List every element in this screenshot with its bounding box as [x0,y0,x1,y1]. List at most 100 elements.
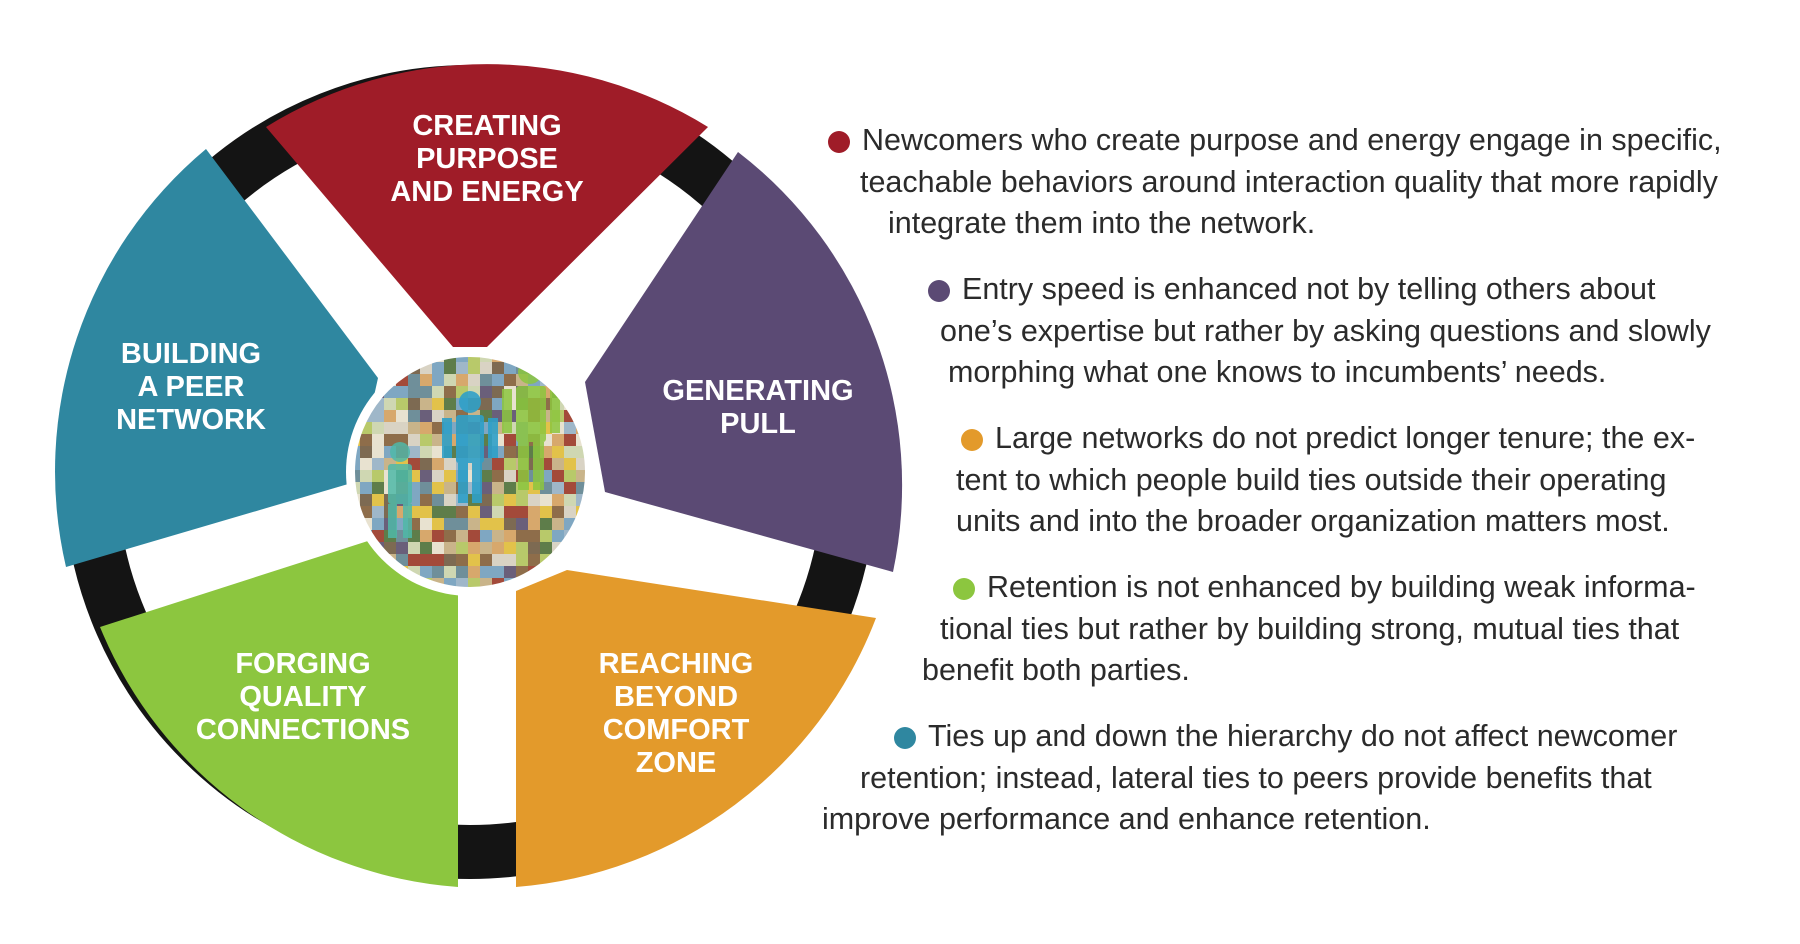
mosaic-tile [468,566,480,578]
segment-label-line: COMFORT [603,714,750,746]
mosaic-tile [456,530,468,542]
mosaic-tile [468,518,480,530]
mosaic-tile [540,530,552,542]
mosaic-tile [420,374,432,386]
mosaic-tile [480,494,492,506]
mosaic-tile [480,470,492,482]
bullet-dot-orange [961,429,983,451]
mosaic-tile [504,458,516,470]
mosaic-tile [480,386,492,398]
mosaic-tile [504,518,516,530]
mosaic-tile [354,446,360,458]
finding-line: integrate them into the network. [888,206,1316,240]
mosaic-tile [384,542,396,554]
mosaic-tile [552,446,564,458]
mosaic-tile [408,434,420,446]
segment-label-line: FORGING [235,648,370,680]
mosaic-tile [492,494,504,506]
segment-label-line: AND ENERGY [390,176,583,208]
mosaic-tile [552,518,564,530]
mosaic-tile [480,518,492,530]
mosaic-tile [456,554,468,566]
mosaic-tile [576,470,586,482]
mosaic-tile [552,470,564,482]
mosaic-tile [480,566,492,578]
mosaic-tile [516,506,528,518]
mosaic-tile [432,470,444,482]
mosaic-tile [516,530,528,542]
mosaic-tile [420,530,432,542]
mosaic-tile [468,506,480,518]
finding-line: Newcomers who create purpose and energy … [862,123,1722,157]
mosaic-tile [456,518,468,530]
segment-label-line: BUILDING [121,338,261,370]
segment-label-line: CONNECTIONS [196,714,410,746]
mosaic-tile [528,506,540,518]
mosaic-tile [492,506,504,518]
segment-label-building: BUILDING A PEER NETWORK [116,338,266,436]
mosaic-tile [540,542,552,554]
mosaic-tile [528,530,540,542]
mosaic-tile [432,554,444,566]
mosaic-tile [432,506,444,518]
finding-line: Entry speed is enhanced not by telling o… [962,272,1656,306]
segment-forging-quality [100,540,458,887]
mosaic-tile [468,542,480,554]
mosaic-tile [468,530,480,542]
mosaic-tile [372,410,384,422]
mosaic-tile [576,494,586,506]
mosaic-tile [552,458,564,470]
mosaic-tile [420,470,432,482]
mosaic-tile [564,422,576,434]
finding-line: benefit both parties. [922,653,1190,687]
mosaic-tile [492,578,504,588]
mosaic-tile [504,470,516,482]
mosaic-tile [492,542,504,554]
mosaic-tile [468,554,480,566]
mosaic-tile [372,422,384,434]
segment-label-forging: FORGING QUALITY CONNECTIONS [196,648,410,746]
mosaic-tile [540,494,552,506]
mosaic-tile [384,434,396,446]
mosaic-tile [360,446,372,458]
mosaic-tile [408,542,420,554]
segment-label-reaching: REACHING BEYOND COMFORT ZONE [599,648,754,779]
mosaic-tile [552,434,564,446]
finding-line: improve performance and enhance retentio… [822,802,1431,836]
mosaic-tile [504,446,516,458]
mosaic-tile [420,542,432,554]
segment-label-line: CREATING [412,110,561,142]
mosaic-tile [396,422,408,434]
segment-creating-purpose [266,64,708,347]
mosaic-tile [492,362,504,374]
mosaic-tile [504,554,516,566]
mosaic-tile [420,422,432,434]
mosaic-tile [432,386,444,398]
mosaic-tile [408,554,420,566]
mosaic-tile [576,458,586,470]
mosaic-tile [444,494,456,506]
mosaic-tile [360,458,372,470]
finding-line: retention; instead, lateral ties to peer… [860,761,1652,795]
mosaic-tile [564,458,576,470]
mosaic-tile [480,530,492,542]
mosaic-tile [516,554,528,566]
segment-label-generating: GENERATING PULL [662,375,853,440]
mosaic-tile [504,494,516,506]
mosaic-tile [492,386,504,398]
mosaic-tile [468,578,480,588]
mosaic-tile [432,398,444,410]
mosaic-tile [504,506,516,518]
mosaic-tile [504,530,516,542]
mosaic-tile [432,374,444,386]
mosaic-tile [492,398,504,410]
mosaic-tile [372,458,384,470]
mosaic-tile [492,458,504,470]
mosaic-tile [492,374,504,386]
mosaic-tile [444,506,456,518]
mosaic-tile [528,518,540,530]
mosaic-tile [360,482,372,494]
mosaic-tile [468,362,480,374]
